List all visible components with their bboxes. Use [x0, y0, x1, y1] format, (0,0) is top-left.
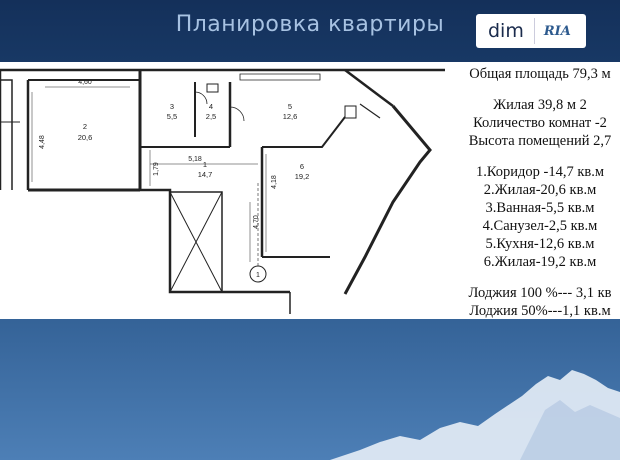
floor-plan-drawing: 4,60 4,48 1,79 5,18 4,18 4,70 2 20,6 3 5… — [0, 68, 445, 314]
info-ceiling-height: Высота помещений 2,7 — [468, 133, 612, 149]
axis-mark: 1 — [256, 272, 260, 279]
room-number: 4 — [209, 102, 213, 111]
floor-plan-panel: 4,60 4,48 1,79 5,18 4,18 4,70 2 20,6 3 5… — [0, 62, 620, 319]
mountain-silhouette — [330, 370, 620, 460]
logo-dim-text: dim — [476, 18, 535, 44]
wall-kitchen-room6 — [262, 116, 346, 148]
corridor-bottom-wall — [140, 188, 290, 294]
mountain-shadow — [520, 400, 620, 460]
room-area: 2,5 — [206, 112, 216, 121]
dim-label: 4,18 — [271, 175, 278, 189]
left-column — [0, 79, 13, 190]
dim-ria-logo[interactable]: dim RIA — [476, 14, 586, 48]
info-room-count: Количество комнат -2 — [473, 115, 607, 131]
room-number: 3 — [170, 102, 174, 111]
room-area: 20,6 — [78, 133, 93, 142]
room-area: 5,5 — [167, 112, 177, 121]
apartment-info: Общая площадь 79,3 м Жилая 39,8 м 2 Коли… — [440, 65, 620, 319]
wc-fixture — [206, 83, 219, 93]
info-loggia-half: Лоджия 50%---1,1 кв.м — [469, 303, 611, 319]
info-room-line: 1.Коридор -14,7 кв.м — [475, 164, 605, 180]
info-room-line: 6.Жилая-19,2 кв.м — [483, 254, 597, 270]
slide-title: Планировка квартиры — [175, 12, 445, 37]
outer-wall-kitchen-roof — [344, 69, 394, 107]
info-room-line: 4.Санузел-2,5 кв.м — [482, 218, 598, 234]
door-arc — [229, 106, 245, 122]
info-room-line: 2.Жилая-20,6 кв.м — [483, 182, 597, 198]
bay-window-wall — [343, 105, 432, 295]
info-room-line: 3.Ванная-5,5 кв.м — [485, 200, 595, 216]
dim-label: 4,60 — [78, 79, 92, 86]
room-number: 6 — [300, 162, 304, 171]
room-number: 1 — [203, 160, 207, 169]
info-living-area: Жилая 39,8 м 2 — [493, 97, 587, 113]
room-area: 12,6 — [283, 112, 298, 121]
kitchen-counter — [239, 73, 321, 81]
info-total-area: Общая площадь 79,3 м — [469, 66, 611, 82]
window-marker — [359, 103, 381, 119]
logo-ria-text: RIA — [543, 23, 571, 39]
info-loggia-full: Лоджия 100 %--- 3,1 кв — [468, 285, 612, 301]
balcony-hatch — [169, 191, 223, 293]
room-number: 5 — [288, 102, 292, 111]
room-number: 2 — [83, 122, 87, 131]
info-room-line: 5.Кухня-12,6 кв.м — [485, 236, 595, 252]
room-area: 14,7 — [198, 170, 213, 179]
ventilation — [344, 105, 357, 119]
dim-label: 5,18 — [188, 156, 202, 163]
room-area: 19,2 — [295, 172, 310, 181]
dim-label: 4,70 — [253, 215, 260, 229]
door-arc — [194, 91, 208, 105]
dim-label: 4,48 — [39, 135, 46, 149]
dim-label: 1,79 — [153, 162, 160, 176]
